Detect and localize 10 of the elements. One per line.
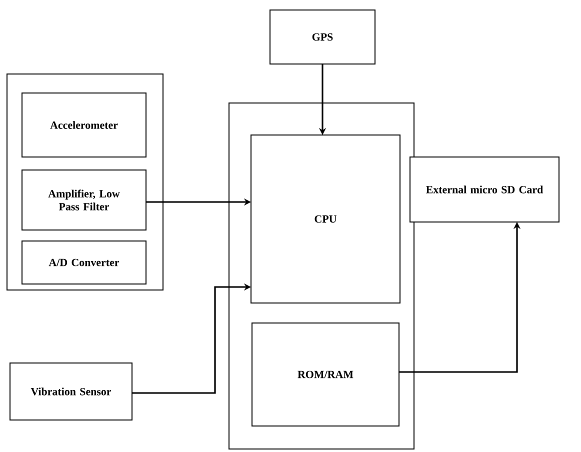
- block-box: Accelerometer: [22, 92, 146, 158]
- block-box: GPS: [270, 10, 376, 64]
- block-box: Amplifier, Low Pass Filter: [22, 170, 146, 230]
- group-box: [6, 74, 164, 290]
- block-box: ROM/RAM: [252, 322, 400, 426]
- block-box: A/D Converter: [22, 240, 146, 284]
- block-box: Vibration Sensor: [10, 362, 132, 420]
- block-box: CPU: [250, 134, 400, 304]
- block-box: External micro SD Card: [410, 156, 560, 222]
- group-box: [228, 102, 414, 450]
